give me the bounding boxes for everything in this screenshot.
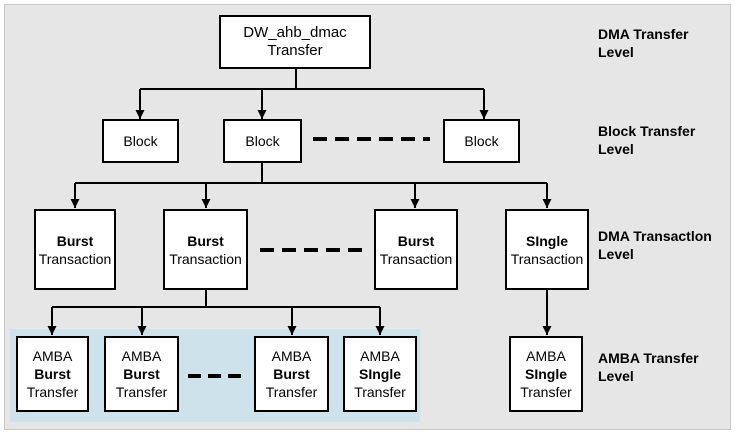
amba-transfer-box: AMBA SIngle Transfer xyxy=(343,336,417,412)
amba-label: AMBA xyxy=(526,348,566,364)
amba-label: AMBA xyxy=(271,348,312,364)
transfer-type-label: SIngle xyxy=(524,366,567,382)
level-label-dma-transaction: DMA Transactlon Level xyxy=(598,227,712,263)
amba-label: AMBA xyxy=(360,348,400,364)
root-label: DW_ahb_dmac Transfer xyxy=(243,24,347,59)
amba-transfer-box: AMBA Burst Transfer xyxy=(254,336,329,412)
transfer-label: Transfer xyxy=(520,384,572,400)
level-suffix: Level xyxy=(598,141,634,157)
level-suffix: Level xyxy=(598,368,634,384)
transfer-label: Transfer xyxy=(115,384,168,400)
block-label: Block xyxy=(464,133,499,149)
transfer-type-label: SIngle xyxy=(358,366,401,382)
level-label-block-transfer: Block Transfer Level xyxy=(598,122,695,158)
block-box: Block xyxy=(443,119,520,163)
level-title: Block Transfer xyxy=(598,123,696,139)
amba-label: AMBA xyxy=(32,348,73,364)
dw-ahb-dmac-transfer-box: DW_ahb_dmac Transfer xyxy=(219,15,371,69)
transfer-type-label: Burst xyxy=(123,366,160,382)
transaction-label: Transaction xyxy=(510,250,584,267)
level-suffix: Level xyxy=(598,246,634,262)
transfer-label: Transfer xyxy=(265,384,318,400)
block-label: Block xyxy=(123,133,158,149)
transaction-type-label: SIngle xyxy=(525,232,568,249)
level-title: DMA Transactlon xyxy=(598,228,712,244)
level-label-dma-transfer: DMA Transfer Level xyxy=(598,25,689,61)
transaction-box: Burst Transaction xyxy=(374,209,458,290)
transfer-label: Transfer xyxy=(26,384,79,400)
block-box: Block xyxy=(223,119,302,163)
transaction-box: SIngle Transaction xyxy=(505,209,589,290)
amba-transfer-box: AMBA Burst Transfer xyxy=(16,336,89,412)
transaction-label: Transaction xyxy=(379,250,453,267)
block-label: Block xyxy=(245,133,280,149)
transaction-type-label: Burst xyxy=(397,232,435,249)
transfer-label: Transfer xyxy=(354,384,406,400)
transaction-box: Burst Transaction xyxy=(163,209,248,290)
level-title: DMA Transfer xyxy=(598,26,689,42)
amba-transfer-box: AMBA Burst Transfer xyxy=(104,336,179,412)
amba-transfer-box: AMBA SIngle Transfer xyxy=(509,336,583,412)
level-title: AMBA Transfer xyxy=(598,350,699,366)
transfer-type-label: Burst xyxy=(34,366,71,382)
transaction-type-label: Burst xyxy=(56,232,94,249)
transaction-label: Transaction xyxy=(169,250,242,267)
level-label-amba-transfer: AMBA Transfer Level xyxy=(598,349,699,385)
transaction-type-label: Burst xyxy=(187,232,224,249)
amba-label: AMBA xyxy=(121,348,162,364)
transaction-label: Transaction xyxy=(38,250,112,267)
level-suffix: Level xyxy=(598,44,634,60)
transfer-type-label: Burst xyxy=(273,366,310,382)
block-box: Block xyxy=(102,119,179,163)
transaction-box: Burst Transaction xyxy=(34,209,116,290)
